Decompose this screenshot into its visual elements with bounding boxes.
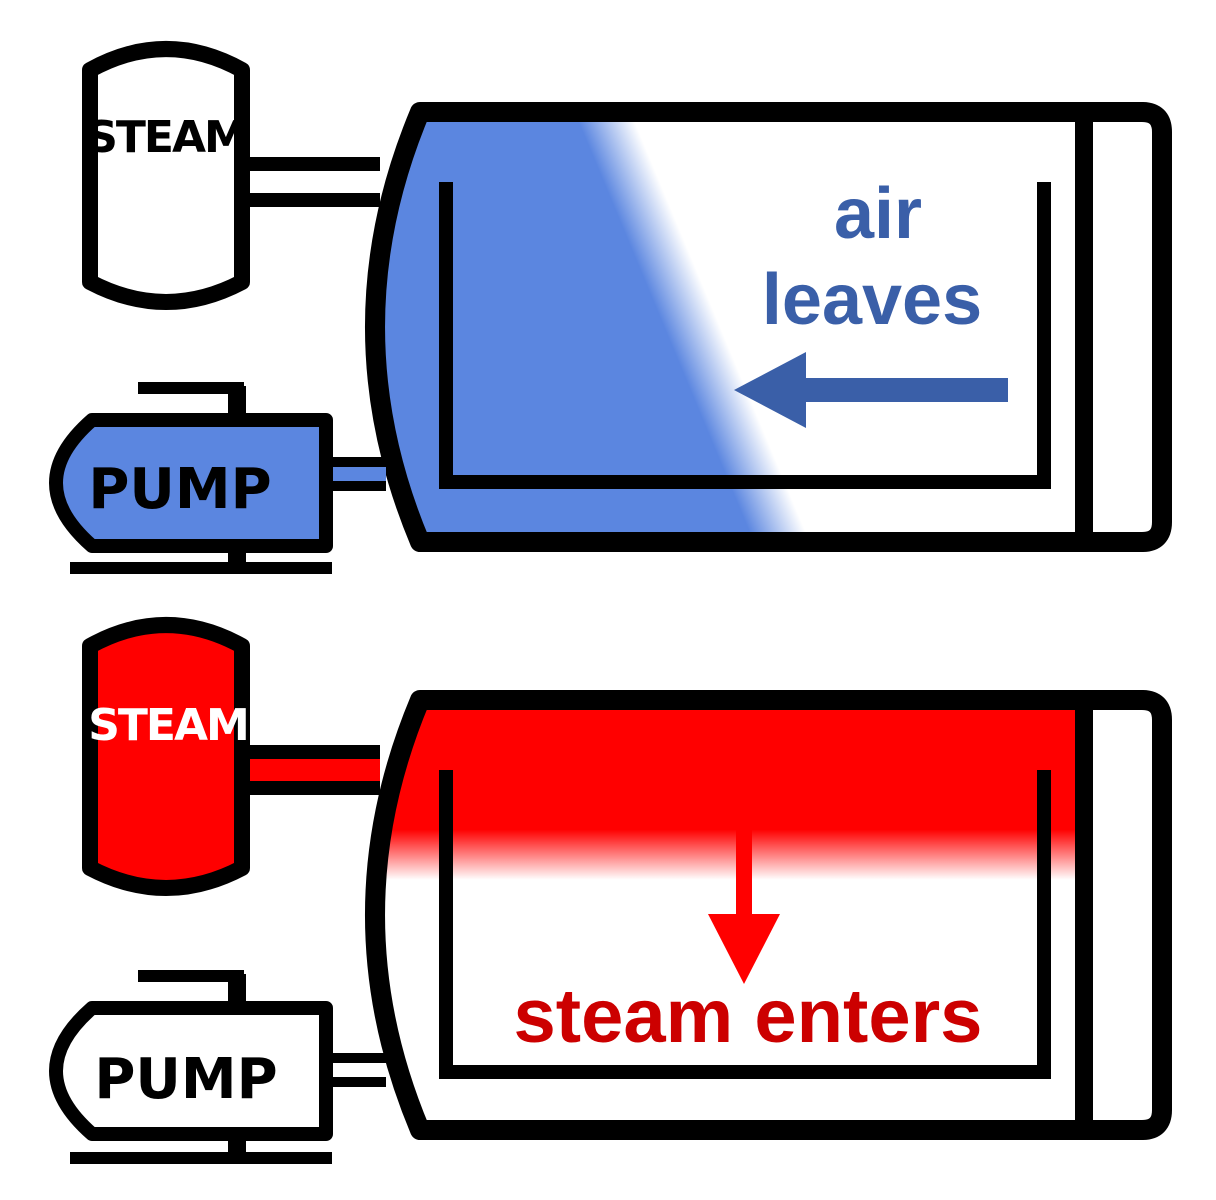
bottom-pump: PUMP bbox=[49, 970, 333, 1164]
top-chamber bbox=[365, 102, 1172, 552]
bottom-pump-label: PUMP bbox=[94, 1047, 277, 1112]
bottom-pump-pipe bbox=[326, 1053, 386, 1087]
bottom-inner-basket bbox=[439, 770, 1051, 1079]
bottom-steam-label: STEAM bbox=[88, 700, 248, 751]
top-steam-pipe bbox=[250, 157, 380, 207]
steam-enters-arrow-icon bbox=[708, 800, 780, 984]
air-leaves-arrow-icon bbox=[734, 352, 1008, 428]
top-pump-label: PUMP bbox=[88, 457, 271, 522]
top-inner-basket bbox=[439, 182, 1051, 489]
top-air-fill bbox=[375, 112, 1162, 542]
bottom-caption: steam enters bbox=[514, 974, 983, 1059]
top-pump: PUMP bbox=[49, 382, 333, 574]
bottom-steam-tank: STEAM bbox=[82, 617, 250, 896]
top-steam-label: STEAM bbox=[86, 112, 246, 163]
top-caption-line1: air bbox=[834, 174, 922, 254]
top-panel: STEAM bbox=[49, 41, 1172, 574]
top-caption-line2: leaves bbox=[762, 260, 982, 340]
top-steam-tank: STEAM bbox=[82, 41, 250, 310]
bottom-steam-pipe bbox=[250, 745, 380, 795]
top-pump-pipe bbox=[326, 457, 386, 491]
bottom-panel: STEAM bbox=[49, 617, 1172, 1164]
